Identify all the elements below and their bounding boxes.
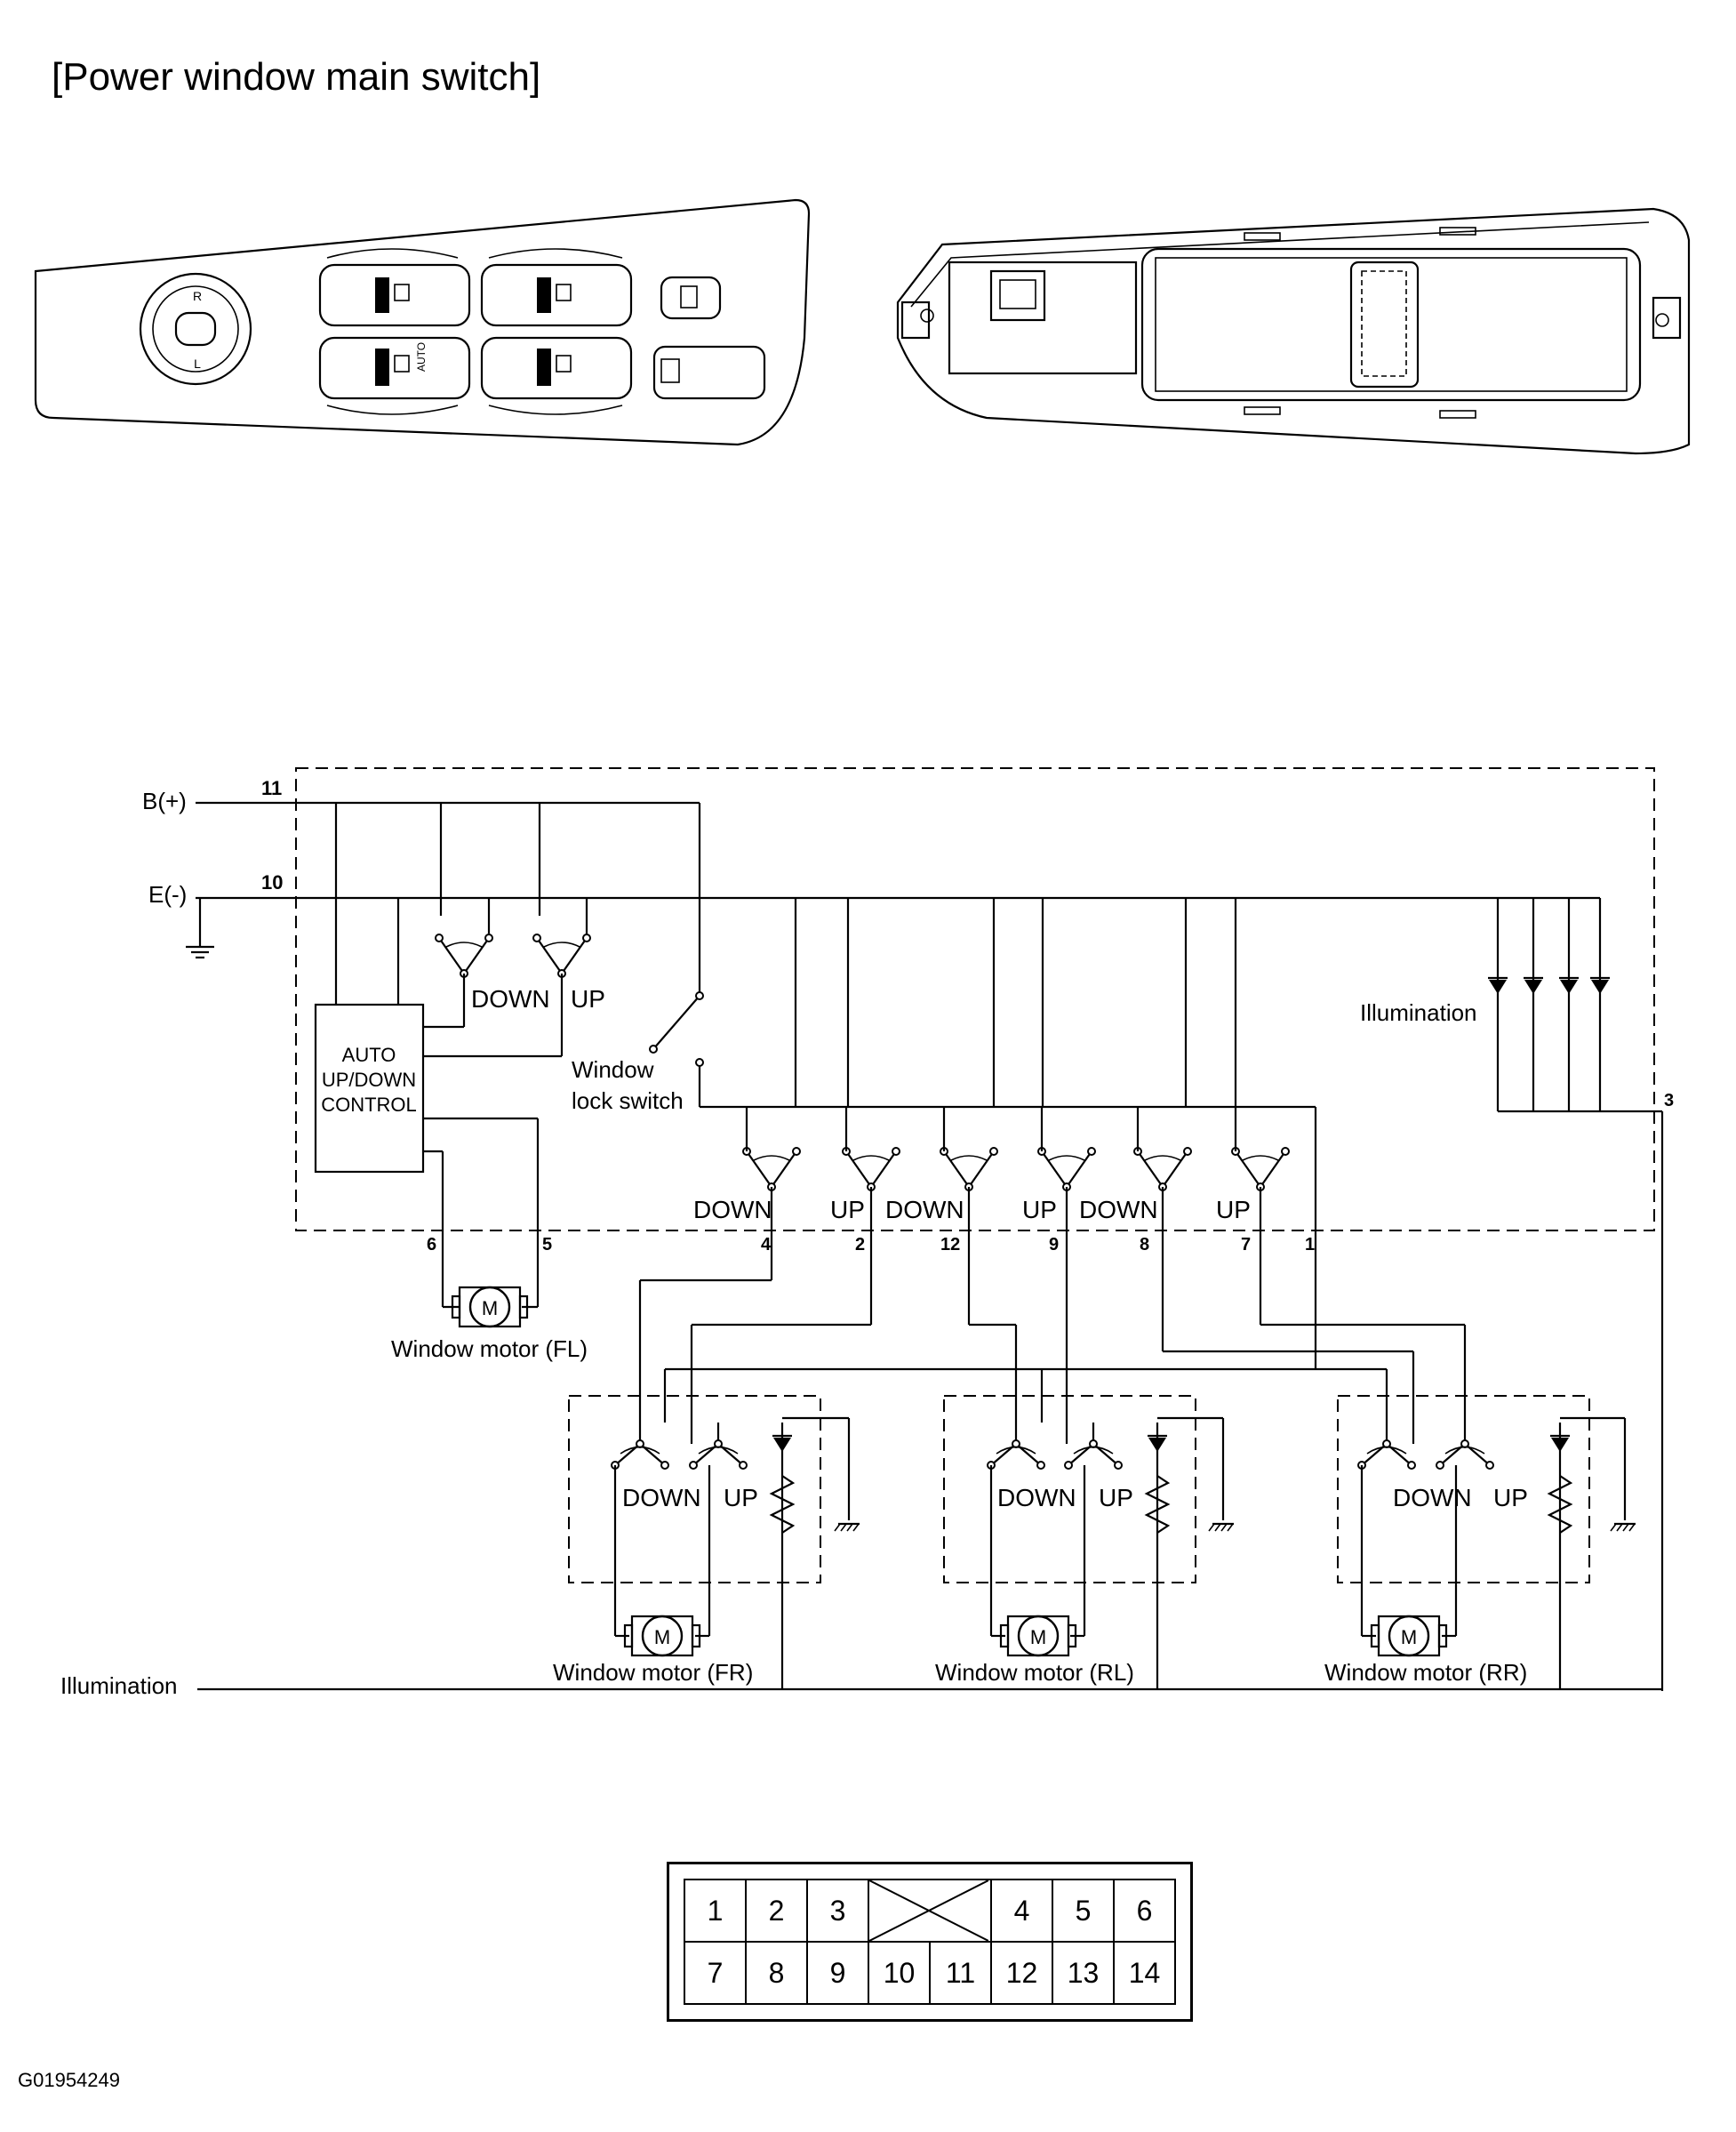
main-switch-boundary (295, 767, 1655, 1231)
mirror-control-knob: R L (139, 272, 252, 386)
connector-cell: 6 (1113, 1879, 1176, 1943)
connector-x-mark (869, 1880, 988, 1941)
lock-switch-button (652, 345, 766, 400)
connector-cell: 3 (806, 1879, 869, 1943)
pin-12: 12 (940, 1235, 960, 1254)
fr-up-label: UP (724, 1484, 758, 1511)
rr-main-down-label: DOWN (1079, 1196, 1158, 1223)
connector-cell: 5 (1052, 1879, 1115, 1943)
door-module-rl (943, 1395, 1196, 1583)
rl-main-up-label: UP (1022, 1196, 1057, 1223)
door-module-fr (568, 1395, 821, 1583)
motor-rr-symbol: M (1401, 1626, 1417, 1648)
mirror-right-label: R (193, 289, 202, 303)
fr-main-up-label: UP (830, 1196, 865, 1223)
ground-symbol (184, 945, 216, 959)
connector-cell: 7 (684, 1941, 747, 2005)
fl-down-label: DOWN (471, 985, 550, 1013)
window-switch-driver: AUTO (318, 263, 471, 400)
connector-cell: 2 (745, 1879, 808, 1943)
pin-7: 7 (1241, 1235, 1251, 1254)
switch-panel-front: R L AUTO (34, 198, 811, 446)
fr-down-label: DOWN (622, 1484, 701, 1511)
rl-up-label: UP (1099, 1484, 1133, 1511)
connector-cell: 14 (1113, 1941, 1176, 2005)
motor-fr-label: Window motor (FR) (553, 1659, 753, 1686)
connector-blank-cell (868, 1879, 992, 1943)
mirror-left-label: L (194, 357, 201, 371)
motor-fr-symbol: M (654, 1626, 670, 1648)
auto-control-box (314, 1003, 425, 1174)
figure-code: G01954249 (18, 2069, 120, 2091)
lock-switch-label-1: Window (572, 1056, 654, 1083)
rr-main-up-label: UP (1216, 1196, 1251, 1223)
lock-switch-label-2: lock switch (572, 1087, 684, 1114)
connector-cell: 10 (868, 1941, 931, 2005)
pin-3-label: 3 (1664, 1091, 1674, 1110)
motor-rr-label: Window motor (RR) (1324, 1659, 1527, 1686)
rr-up-label: UP (1493, 1484, 1528, 1511)
illumination-led-label: Illumination (1360, 999, 1477, 1026)
pin-1: 1 (1305, 1235, 1315, 1254)
lock-button (660, 276, 722, 320)
pin-2: 2 (855, 1235, 865, 1254)
rl-down-label: DOWN (997, 1484, 1076, 1511)
rr-down-label: DOWN (1393, 1484, 1472, 1511)
connector-cell: 12 (990, 1941, 1053, 2005)
connector-cell: 13 (1052, 1941, 1115, 2005)
pin-4: 4 (761, 1235, 772, 1254)
schematic: B(+) 11 E(-) 10 DOWN UP AUTO UP/DOWN CON… (60, 767, 1674, 1699)
connector-cell: 11 (929, 1941, 992, 2005)
control-label-1: AUTO (342, 1044, 396, 1066)
door-module-rr (1337, 1395, 1590, 1583)
pin-5: 5 (542, 1235, 552, 1254)
control-label-2: UP/DOWN (322, 1069, 416, 1091)
illumination-line-label: Illumination (60, 1672, 178, 1699)
pin-8: 8 (1140, 1235, 1149, 1254)
auto-label: AUTO (415, 342, 428, 372)
page-title: [Power window main switch] (52, 55, 541, 99)
pin-6: 6 (427, 1235, 436, 1254)
supply-label: B(+) (142, 788, 187, 814)
control-label-3: CONTROL (321, 1094, 417, 1116)
motor-fl-label: Window motor (FL) (391, 1335, 588, 1362)
switch-panel-rear (896, 207, 1691, 455)
connector-cell: 8 (745, 1941, 808, 2005)
pin-11-label: 11 (261, 777, 282, 799)
motor-rl-symbol: M (1030, 1626, 1046, 1648)
pin-9: 9 (1049, 1235, 1059, 1254)
rl-main-down-label: DOWN (885, 1196, 964, 1223)
ground-label: E(-) (148, 881, 187, 908)
motor-fl-symbol: M (482, 1297, 498, 1319)
pin-10-label: 10 (261, 871, 283, 894)
connector-pin-table: 1 2 3 4 5 6 7 8 9 10 11 12 13 14 (667, 1862, 1193, 2022)
connector-cell: 1 (684, 1879, 747, 1943)
motor-rl-label: Window motor (RL) (935, 1659, 1134, 1686)
window-switch-rear (480, 263, 633, 400)
connector-cell: 9 (806, 1941, 869, 2005)
fr-main-down-label: DOWN (693, 1196, 772, 1223)
fl-up-label: UP (571, 985, 605, 1013)
connector-cell: 4 (990, 1879, 1053, 1943)
